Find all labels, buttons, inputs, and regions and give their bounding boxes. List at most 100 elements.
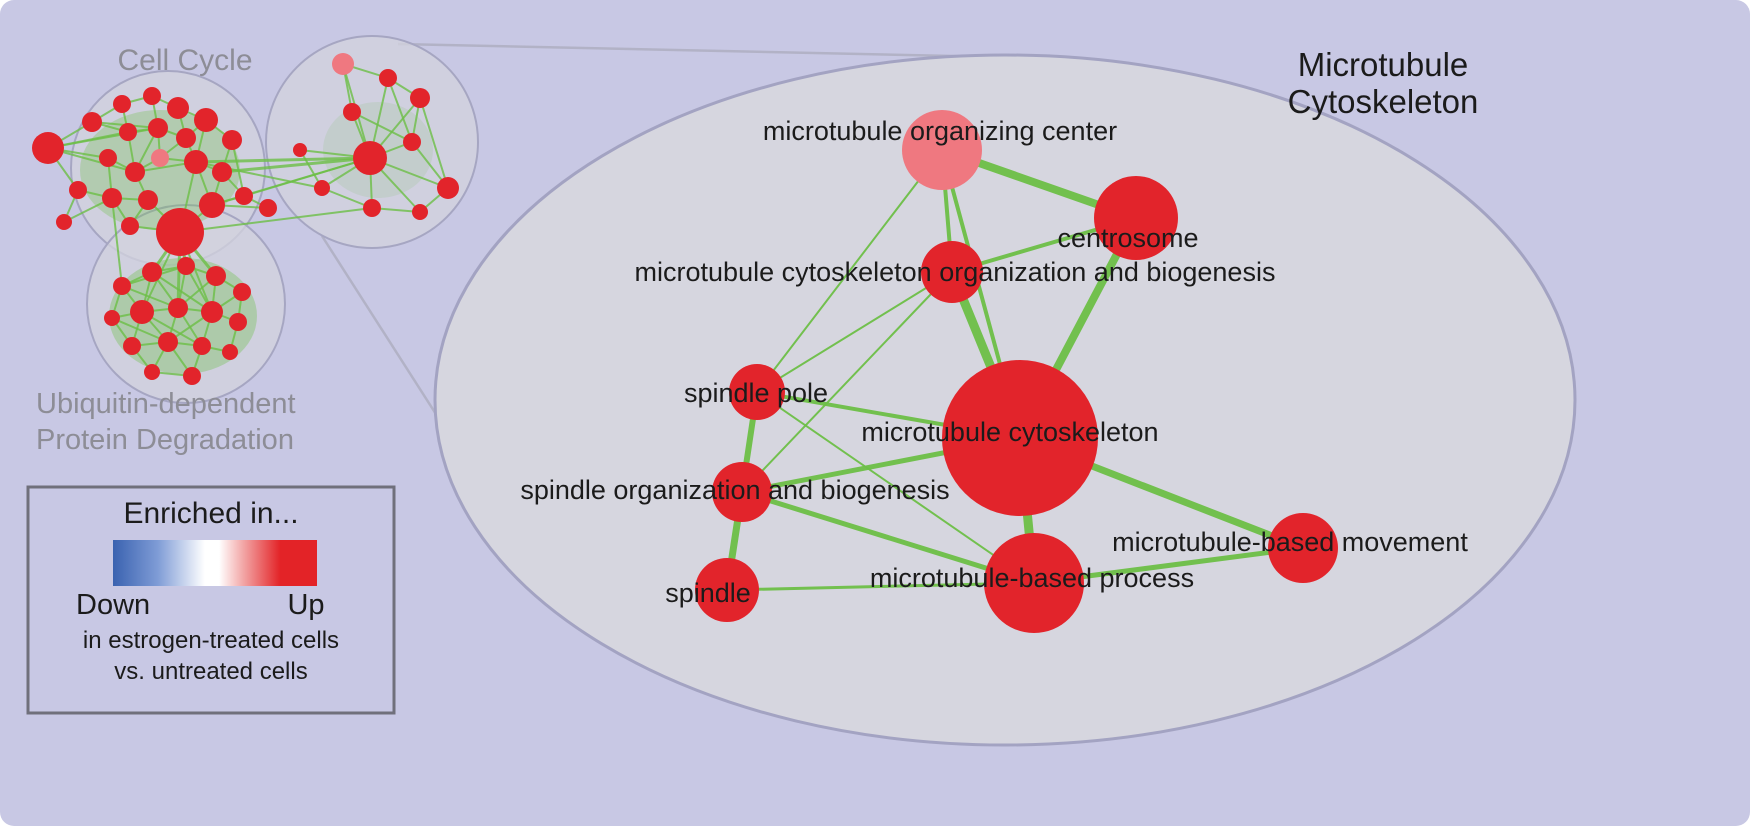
overview-node — [259, 199, 277, 217]
legend-box — [26, 485, 396, 715]
overview-node — [314, 180, 330, 196]
detail-node-label: spindle pole — [684, 378, 828, 408]
overview-edge — [243, 157, 371, 197]
overview-node — [206, 266, 226, 286]
overview-node — [158, 332, 178, 352]
overview-node — [130, 300, 154, 324]
overview-node — [379, 69, 397, 87]
overview-node — [235, 187, 253, 205]
overview-node — [69, 181, 87, 199]
overview-nodes-layer — [32, 53, 459, 385]
detail-node — [902, 110, 982, 190]
overview-node — [212, 162, 232, 182]
overview-edge — [121, 285, 179, 309]
overview-node — [138, 190, 158, 210]
detail-node-label: microtubule-based movement — [1112, 527, 1468, 557]
detail-node — [695, 558, 759, 622]
overview-node — [343, 103, 361, 121]
detail-node-label: microtubule cytoskeleton — [861, 417, 1158, 447]
overview-node — [121, 217, 139, 235]
detail-edge — [725, 581, 1036, 592]
detail-node-label: microtubule organizing center — [763, 116, 1117, 146]
overview-node — [193, 337, 211, 355]
overview-edge — [419, 97, 449, 189]
overview-node — [194, 108, 218, 132]
overview-node — [148, 118, 168, 138]
overview-node — [142, 262, 162, 282]
cluster-label-cell-cycle: Cell Cycle — [117, 44, 252, 77]
overview-node — [143, 87, 161, 105]
cluster-label-ubiquitin-line1: Ubiquitin-dependent — [36, 388, 296, 420]
overview-node — [177, 257, 195, 275]
overview-node — [119, 123, 137, 141]
overview-node — [104, 310, 120, 326]
overview-node — [403, 133, 421, 151]
overview-node — [113, 277, 131, 295]
overview-node — [184, 150, 208, 174]
overview-node — [102, 188, 122, 208]
overview-node — [437, 177, 459, 199]
overview-node — [410, 88, 430, 108]
legend-gradient-bar — [113, 540, 317, 586]
overview-node — [199, 192, 225, 218]
overview-edge — [387, 77, 413, 143]
legend-caption-line2: vs. untreated cells — [114, 658, 307, 685]
overview-node — [233, 283, 251, 301]
overview-node — [99, 149, 117, 167]
detail-node-label: centrosome — [1057, 223, 1198, 253]
detail-node-label: spindle organization and biogenesis — [520, 475, 949, 505]
overview-node — [125, 162, 145, 182]
cluster-label-ubiquitin-line2: Protein Degradation — [36, 424, 294, 456]
detail-edge — [756, 391, 1035, 584]
overview-node — [176, 128, 196, 148]
overview-node — [32, 132, 64, 164]
detail-title-line1: Microtubule — [1298, 46, 1469, 83]
detail-node-label: microtubule-based process — [870, 563, 1194, 593]
detail-node — [729, 364, 785, 420]
detail-node — [942, 360, 1098, 516]
detail-title-line2: Cytoskeleton — [1288, 83, 1479, 120]
detail-node — [921, 241, 983, 303]
overview-node — [144, 364, 160, 380]
overview-edge — [111, 197, 123, 287]
legend-caption-line1: in estrogen-treated cells — [83, 627, 339, 654]
overview-node — [201, 301, 223, 323]
overview-node — [156, 208, 204, 256]
detail-edge — [756, 271, 953, 393]
overview-node — [412, 204, 428, 220]
overview-edge — [221, 156, 371, 174]
legend-up-label: Up — [287, 589, 324, 621]
overview-node — [123, 337, 141, 355]
overview-node — [222, 130, 242, 150]
detail-labels-layer: microtubule organizing center centrosome m… — [520, 116, 1468, 608]
detail-edge — [756, 149, 943, 393]
legend-down-label: Down — [76, 589, 150, 621]
overview-node — [363, 199, 381, 217]
detail-edge — [741, 271, 953, 493]
detail-node — [712, 462, 772, 522]
overview-node — [293, 143, 307, 157]
overview-node — [167, 97, 189, 119]
overview-node — [151, 149, 169, 167]
overview-edge — [195, 156, 371, 164]
overview-edge — [111, 317, 169, 343]
overview-node — [183, 367, 201, 385]
detail-node — [1094, 176, 1178, 260]
detail-node-label: microtubule cytoskeleton organization an… — [635, 257, 1276, 287]
detail-edge — [739, 489, 1037, 586]
detail-nodes-layer — [695, 110, 1338, 633]
overview-node — [222, 344, 238, 360]
overview-node — [56, 214, 72, 230]
detail-node — [984, 533, 1084, 633]
legend-title: Enriched in... — [123, 497, 298, 530]
overview-node — [353, 141, 387, 175]
overview-node — [229, 313, 247, 331]
detail-node — [1268, 513, 1338, 583]
detail-node-label: spindle — [665, 578, 751, 608]
overview-edge — [351, 111, 413, 143]
overview-node — [113, 95, 131, 113]
overview-node — [168, 298, 188, 318]
overview-node — [82, 112, 102, 132]
